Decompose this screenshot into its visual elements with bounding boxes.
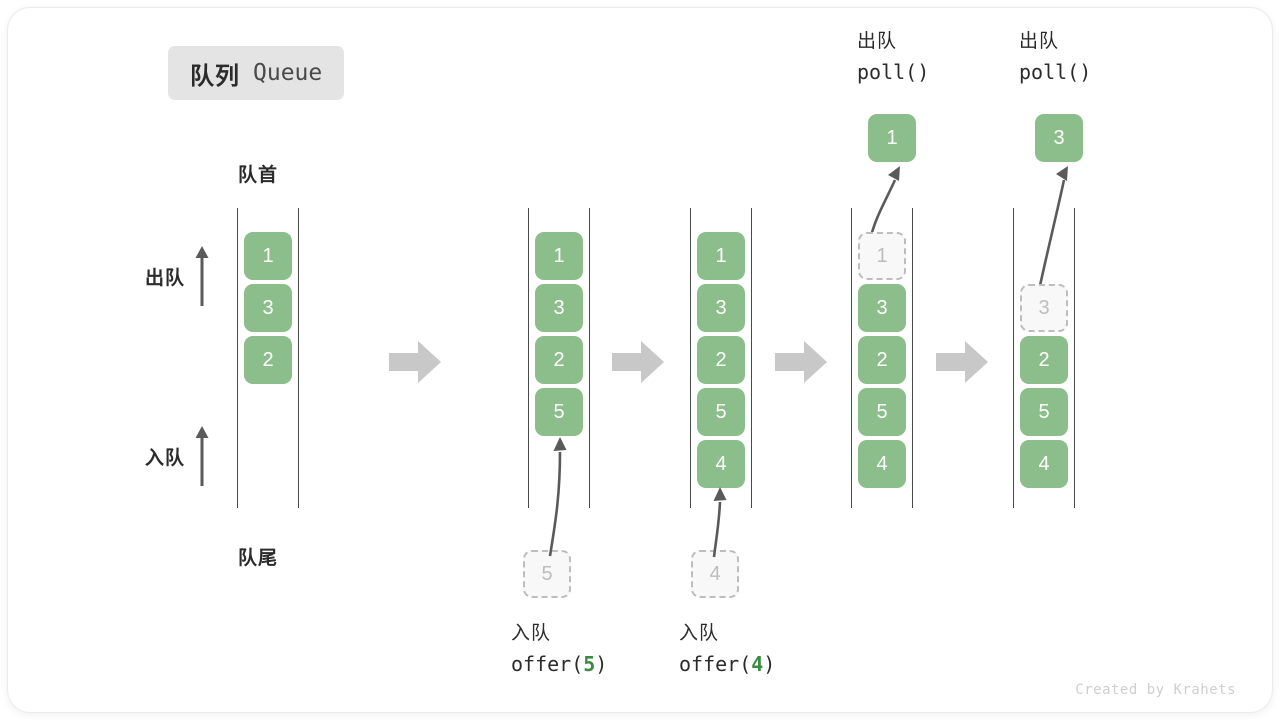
queue-cell: 3: [697, 284, 745, 332]
caption-line2: poll(): [1019, 57, 1091, 87]
caption-close: ): [1079, 59, 1092, 84]
caption-fn: poll(: [857, 59, 918, 84]
caption-line1: 出队: [1019, 31, 1060, 52]
dequeued-ghost-cell: 1: [858, 232, 906, 280]
queue-cell: 5: [858, 388, 906, 436]
caption-arg: 5: [583, 651, 596, 676]
operation-caption-poll-2: 出队 poll(): [1019, 28, 1091, 87]
queue-column-4: 3 2 5 4: [1013, 208, 1075, 508]
title-english: Queue: [253, 60, 323, 86]
queue-cell: 1: [244, 232, 292, 280]
watermark-credit: Created by Krahets: [1075, 682, 1236, 698]
transition-arrow-icon: [775, 341, 827, 388]
incoming-ghost-cell: 4: [691, 550, 739, 598]
queue-column-2: 1 3 2 5 4: [690, 208, 752, 508]
queue-column-1: 1 3 2 5: [528, 208, 590, 508]
caption-line1: 入队: [511, 623, 552, 644]
popped-value-cell: 1: [868, 114, 916, 162]
rail-right: [751, 208, 752, 508]
caption-fn: offer(: [511, 651, 584, 676]
dequeue-text: 出队: [145, 267, 186, 289]
rail-right: [1074, 208, 1075, 508]
caption-line2: poll(): [857, 57, 929, 87]
transition-arrow-icon: [389, 341, 441, 388]
operation-caption-offer-5: 入队 offer(5): [511, 620, 607, 679]
rail-left: [851, 208, 852, 508]
queue-tail-label: 队尾: [238, 548, 279, 569]
rail-left: [237, 208, 238, 508]
caption-arg: 4: [751, 651, 764, 676]
dequeue-direction-label: 出队: [145, 245, 210, 307]
enqueue-direction-label: 入队: [145, 425, 210, 487]
caption-line2: offer(4): [679, 649, 775, 679]
queue-cell: 3: [535, 284, 583, 332]
queue-cell: 2: [697, 336, 745, 384]
rail-left: [690, 208, 691, 508]
incoming-ghost-cell: 5: [523, 550, 571, 598]
title-chinese: 队列: [190, 62, 240, 90]
queue-cell: 1: [697, 232, 745, 280]
popped-value-cell: 3: [1035, 114, 1083, 162]
rail-left: [1013, 208, 1014, 508]
rail-left: [528, 208, 529, 508]
transition-arrow-icon: [936, 341, 988, 388]
queue-cell: 3: [244, 284, 292, 332]
queue-column-0: 1 3 2: [237, 208, 299, 508]
queue-cell: 2: [858, 336, 906, 384]
caption-fn: poll(: [1019, 59, 1080, 84]
rail-right: [298, 208, 299, 508]
dequeued-ghost-cell: 3: [1020, 284, 1068, 332]
caption-fn: offer(: [679, 651, 752, 676]
enqueue-up-arrow-icon: [195, 426, 209, 486]
queue-cell: 4: [1020, 440, 1068, 488]
transition-arrow-icon: [612, 341, 664, 388]
caption-line1: 出队: [857, 31, 898, 52]
queue-cell: 3: [858, 284, 906, 332]
queue-cell: 5: [1020, 388, 1068, 436]
caption-close: ): [595, 651, 608, 676]
queue-column-3: 1 3 2 5 4: [851, 208, 913, 508]
title-badge: 队列 Queue: [168, 46, 345, 100]
operation-caption-poll-1: 出队 poll(): [857, 28, 929, 87]
caption-close: ): [763, 651, 776, 676]
queue-cell: 4: [858, 440, 906, 488]
queue-cell: 1: [535, 232, 583, 280]
queue-cell: 5: [535, 388, 583, 436]
queue-head-label: 队首: [238, 165, 279, 186]
operation-caption-offer-4: 入队 offer(4): [679, 620, 775, 679]
queue-cell: 5: [697, 388, 745, 436]
dequeue-curve-arrow-icon: [1036, 166, 1068, 296]
enqueue-curve-arrow-icon: [712, 487, 727, 558]
queue-cell: 4: [697, 440, 745, 488]
caption-close: ): [917, 59, 930, 84]
rail-right: [912, 208, 913, 508]
enqueue-curve-arrow-icon: [548, 437, 567, 557]
rail-right: [589, 208, 590, 508]
dequeue-up-arrow-icon: [195, 246, 209, 306]
queue-cell: 2: [244, 336, 292, 384]
enqueue-text: 入队: [145, 447, 186, 469]
queue-cell: 2: [535, 336, 583, 384]
caption-line2: offer(5): [511, 649, 607, 679]
caption-line1: 入队: [679, 623, 720, 644]
queue-cell: 2: [1020, 336, 1068, 384]
